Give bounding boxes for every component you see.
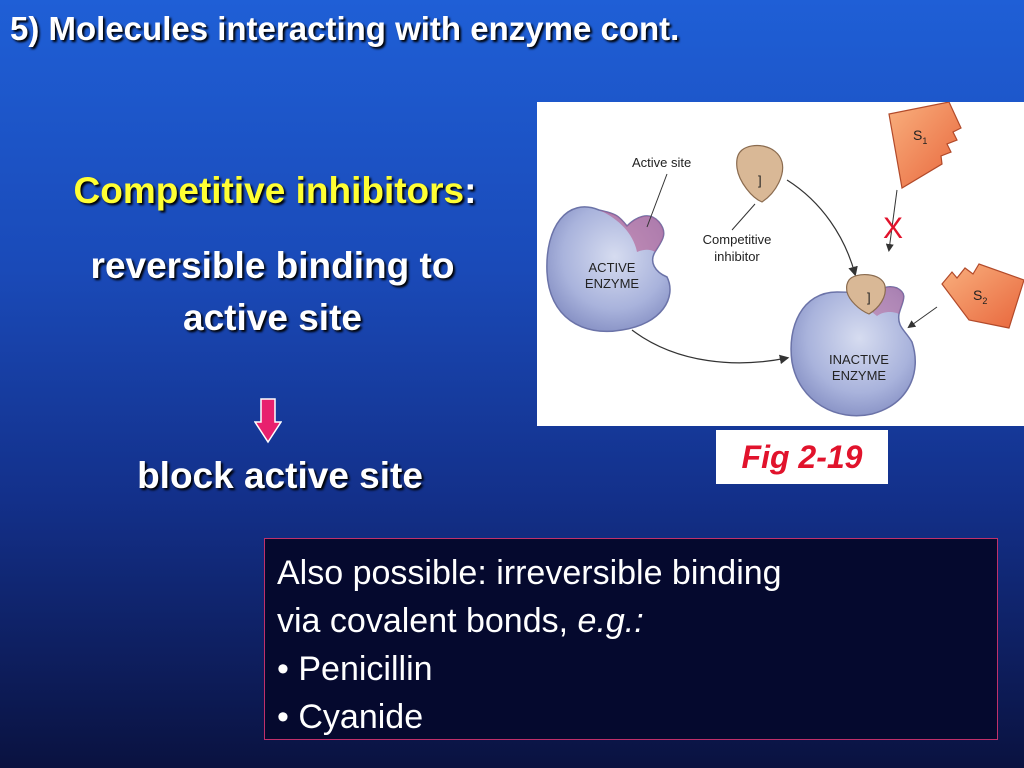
list-item: • Cyanide <box>277 693 985 741</box>
heading: Competitive inhibitors: <box>0 170 550 212</box>
inactive-label: INACTIVE <box>829 352 889 367</box>
note-box: Also possible: irreversible binding via … <box>264 538 998 740</box>
competitive-label: Competitive <box>703 232 772 247</box>
inhibitor-shape-free <box>736 144 784 203</box>
down-arrow-icon <box>254 398 282 444</box>
x-mark: X <box>883 212 903 245</box>
inactive-enzyme-label: ENZYME <box>832 368 887 383</box>
description-line-1: reversible binding to <box>90 245 455 286</box>
active-enzyme-label: ENZYME <box>585 276 640 291</box>
note-line-1: Also possible: irreversible binding <box>277 554 782 592</box>
inhibitor-shape-bound <box>846 274 886 315</box>
substrate-s1-label: S1 <box>913 127 927 146</box>
result-text: block active site <box>137 455 423 496</box>
list-item-label: Cyanide <box>298 698 424 736</box>
heading-colon: : <box>464 170 477 211</box>
substrate-s1-shape <box>888 101 962 189</box>
enzyme-figure: ACTIVE ENZYME Active site ] Competitive … <box>537 101 1024 426</box>
inhibitor-label: inhibitor <box>714 249 760 264</box>
note-line-2: via covalent bonds, e.g.: <box>277 597 985 645</box>
list-item-label: Penicillin <box>298 650 433 688</box>
substrate-s2-shape <box>941 263 1024 329</box>
heading-term: Competitive inhibitors <box>73 170 465 211</box>
inhibitor-bracket-2: ] <box>867 290 871 305</box>
inhibitor-bracket-1: ] <box>758 173 762 188</box>
list-item: • Penicillin <box>277 645 985 693</box>
active-site-label: Active site <box>632 155 691 170</box>
figure-caption: Fig 2-19 <box>716 430 888 484</box>
description-line-2: active site <box>183 297 362 338</box>
enzyme-diagram: ACTIVE ENZYME Active site ] Competitive … <box>546 101 1024 417</box>
slide-title: 5) Molecules interacting with enzyme con… <box>10 10 680 47</box>
bullet-icon: • <box>277 698 289 736</box>
bullet-icon: • <box>277 650 289 688</box>
note-line-2-main: via covalent bonds, <box>277 602 578 640</box>
description: reversible binding to active site <box>0 240 545 344</box>
active-label: ACTIVE <box>589 260 636 275</box>
note-line-2-emphasis: e.g.: <box>577 602 644 640</box>
substrate-s2-label: S2 <box>973 287 987 306</box>
